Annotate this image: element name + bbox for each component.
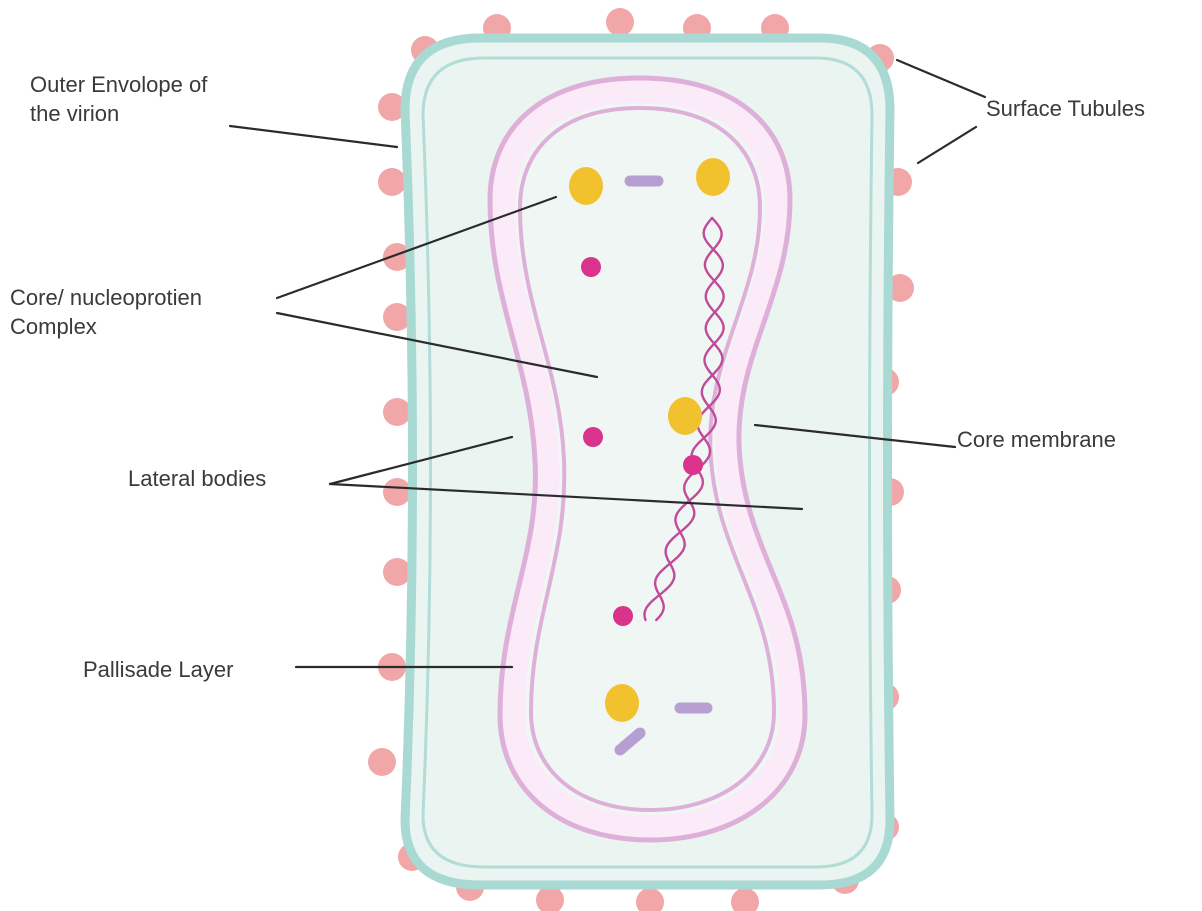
- lateral-body: [605, 684, 639, 722]
- label-surface-tubules: Surface Tubules: [986, 94, 1145, 123]
- surface-tubule: [606, 8, 634, 36]
- label-core-membrane: Core membrane: [957, 425, 1116, 454]
- label-core-complex-line1: Core/ nucleoprotien: [10, 283, 202, 312]
- label-outer-envelope-line2: the virion: [30, 99, 207, 128]
- surface-tubule: [731, 888, 759, 911]
- surface-tubule: [383, 398, 411, 426]
- enzyme-dot: [683, 455, 703, 475]
- enzyme-dot: [581, 257, 601, 277]
- label-outer-envelope: Outer Envolope of the virion: [30, 70, 207, 128]
- surface-tubule: [636, 888, 664, 911]
- enzyme-dot: [583, 427, 603, 447]
- leader-outer-envelope: [230, 126, 397, 147]
- surface-tubule: [383, 478, 411, 506]
- surface-tubule: [383, 558, 411, 586]
- surface-tubule: [368, 748, 396, 776]
- leader-surface-tubules-top: [897, 60, 985, 97]
- label-core-complex: Core/ nucleoprotien Complex: [10, 283, 202, 341]
- label-pallisade-layer: Pallisade Layer: [83, 655, 233, 684]
- lateral-body: [569, 167, 603, 205]
- label-outer-envelope-line1: Outer Envolope of: [30, 70, 207, 99]
- surface-tubule: [378, 168, 406, 196]
- label-lateral-bodies: Lateral bodies: [128, 464, 266, 493]
- lateral-body: [696, 158, 730, 196]
- leader-surface-tubules-bottom: [918, 127, 976, 163]
- label-core-complex-line2: Complex: [10, 312, 202, 341]
- enzyme-dot: [613, 606, 633, 626]
- lateral-body: [668, 397, 702, 435]
- surface-tubule: [536, 886, 564, 911]
